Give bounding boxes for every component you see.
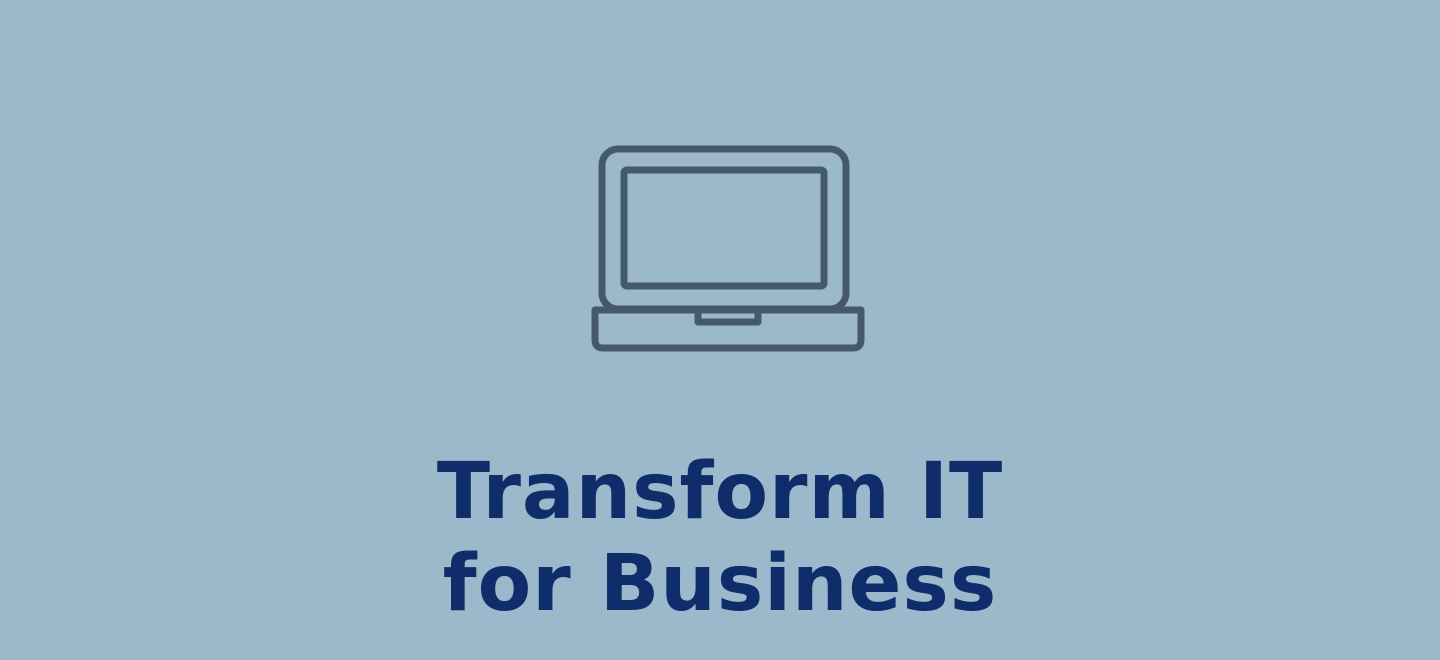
laptop-icon <box>589 144 867 354</box>
title-line-2: for Business <box>442 539 998 629</box>
title-line-1: Transform IT <box>436 447 1004 537</box>
tile-title: Transform IT for Business <box>0 446 1440 630</box>
